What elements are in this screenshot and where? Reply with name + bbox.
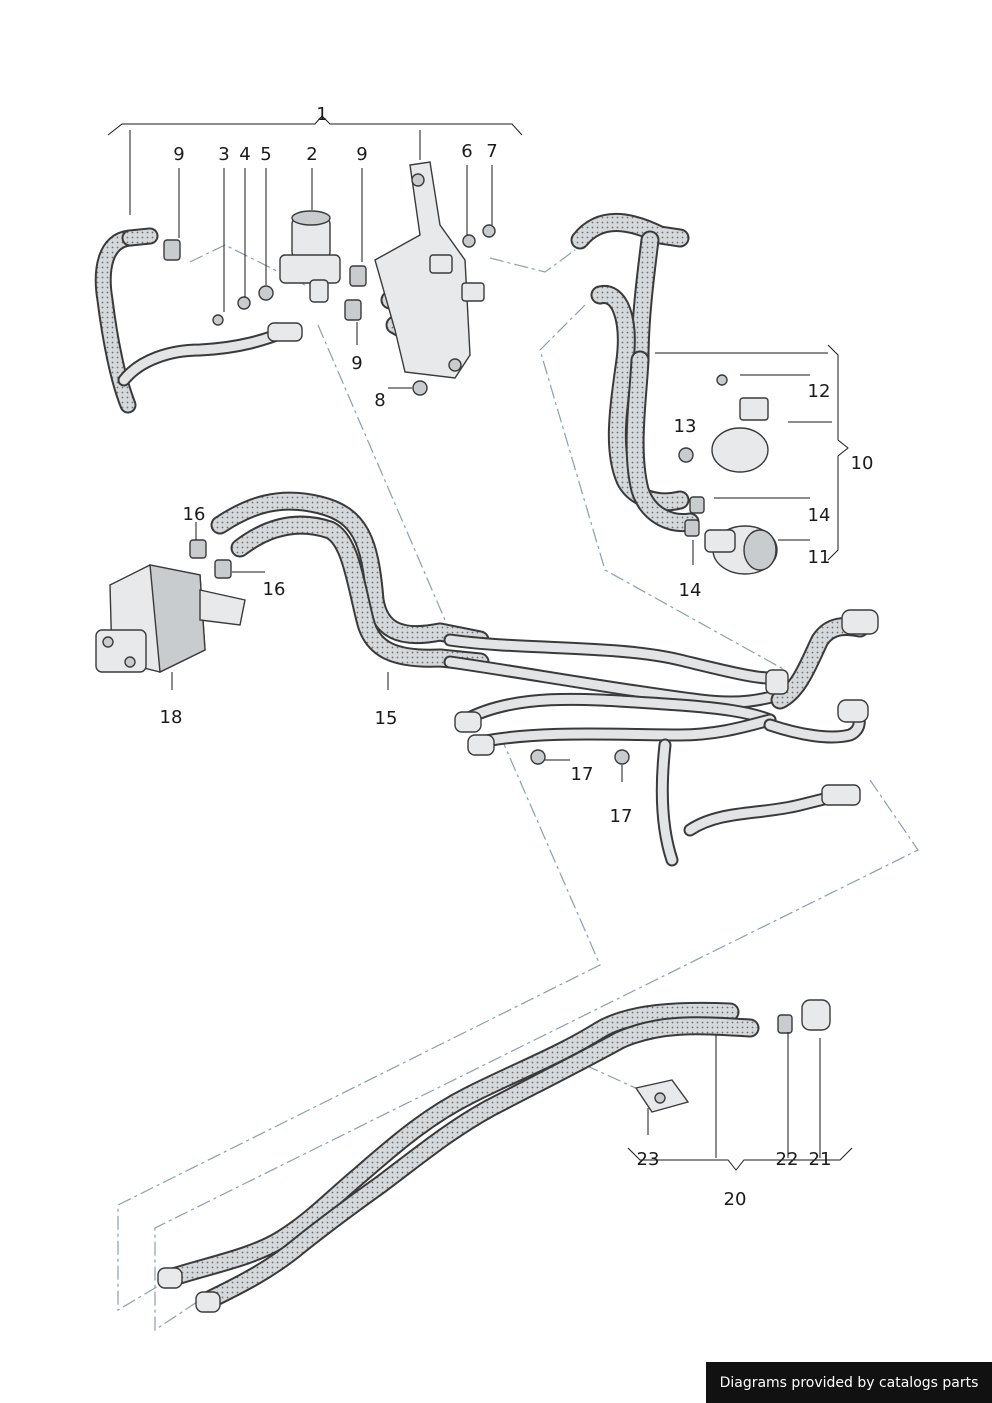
dash-dot-connectors — [117, 244, 919, 1332]
mounting-bracket — [374, 161, 485, 379]
water-pump — [704, 525, 778, 575]
callout-9-top-left: 9 — [173, 144, 184, 165]
hose-assembly-cooler — [210, 491, 490, 672]
oil-cooler — [95, 564, 246, 674]
callout-13: 13 — [674, 416, 697, 437]
brackets — [107, 115, 853, 1171]
callout-5: 5 — [260, 144, 271, 165]
connectors — [157, 322, 879, 1313]
hose-assembly-bottom — [160, 1001, 760, 1312]
fasteners — [212, 224, 728, 765]
hose-clamps — [163, 239, 793, 1034]
hose-holder — [634, 1079, 690, 1113]
callout-14-lower: 14 — [679, 580, 702, 601]
callout-4: 4 — [239, 144, 250, 165]
callout-9-lower: 9 — [351, 353, 362, 374]
callout-labels: 1 9 3 4 5 2 9 6 7 9 8 12 13 10 14 11 14 … — [160, 104, 874, 1210]
callout-22: 22 — [776, 1149, 799, 1170]
callout-16-lower: 16 — [263, 579, 286, 600]
callout-20: 20 — [724, 1189, 747, 1210]
retaining-clamp — [711, 397, 769, 473]
callout-11: 11 — [808, 547, 831, 568]
callout-9-top-mid: 9 — [356, 144, 367, 165]
callout-18: 18 — [160, 707, 183, 728]
callout-21: 21 — [809, 1149, 832, 1170]
callout-16-top: 16 — [183, 504, 206, 525]
callout-17-left: 17 — [571, 764, 594, 785]
callout-1: 1 — [316, 104, 327, 125]
callout-2: 2 — [306, 144, 317, 165]
callout-12: 12 — [808, 381, 831, 402]
leader-lines — [129, 130, 832, 1158]
hose-assembly-right-pump — [570, 213, 700, 532]
callout-17-lower: 17 — [610, 806, 633, 827]
callout-14-right: 14 — [808, 505, 831, 526]
callout-6: 6 — [461, 141, 472, 162]
callout-3: 3 — [218, 144, 229, 165]
callout-10: 10 — [851, 453, 874, 474]
callout-7: 7 — [486, 141, 497, 162]
hose-assembly-center — [443, 617, 870, 867]
callout-8: 8 — [374, 390, 385, 411]
coolant-valve — [279, 210, 341, 303]
callout-15: 15 — [375, 708, 398, 729]
callout-23: 23 — [637, 1149, 660, 1170]
hose-assembly-top-left — [94, 227, 297, 414]
credit-banner: Diagrams provided by catalogs parts — [706, 1362, 992, 1403]
